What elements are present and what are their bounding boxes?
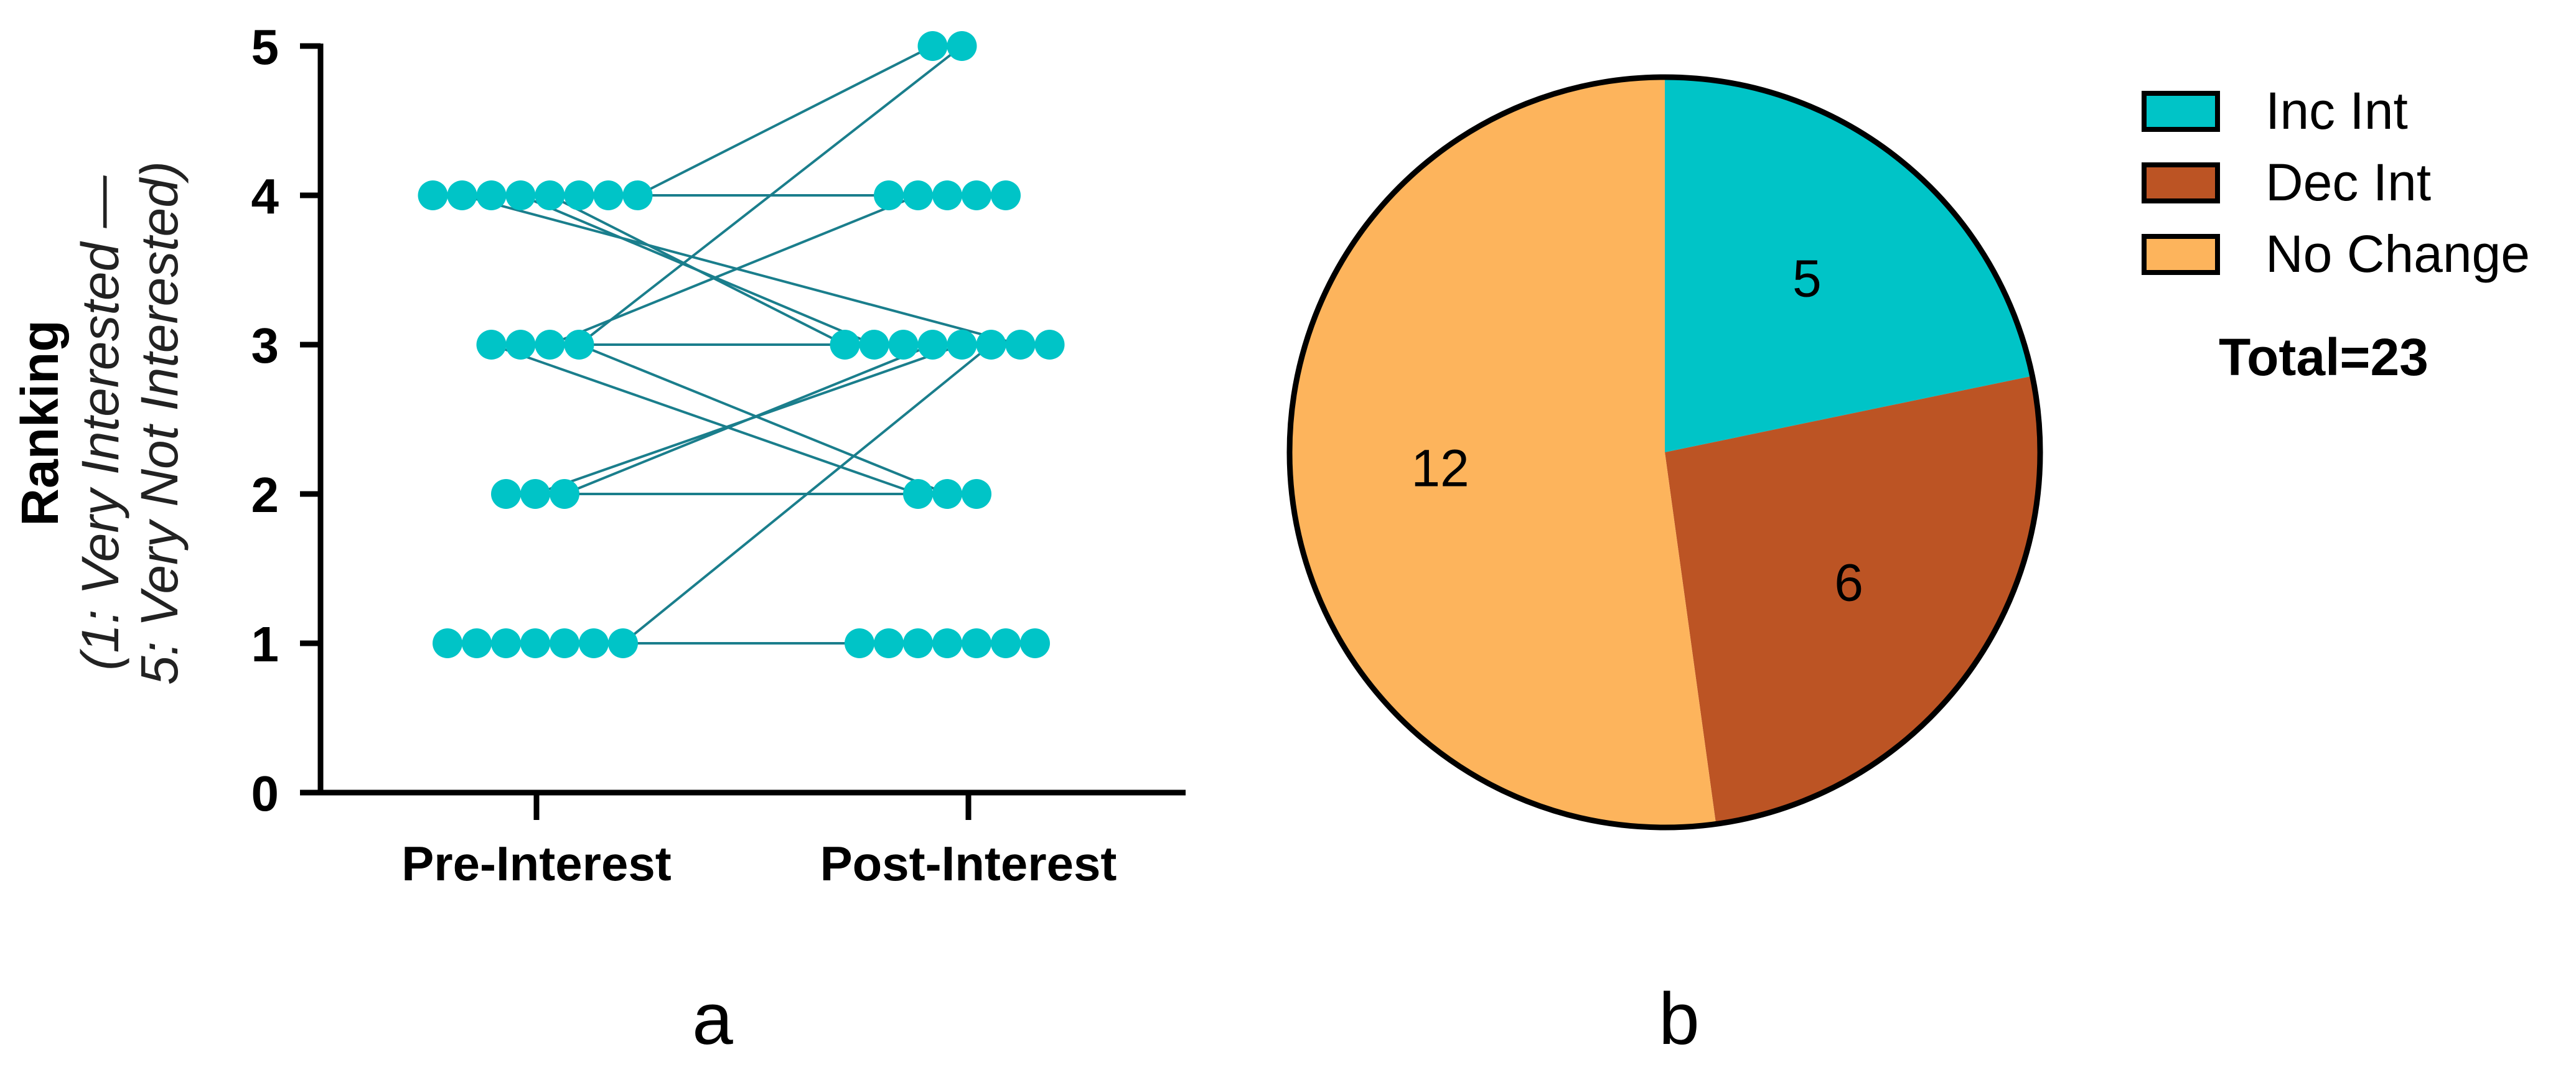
legend-swatch xyxy=(2142,162,2220,203)
pie-data-labels: 5 6 12 xyxy=(1411,249,1863,612)
pie-slice-inc-int xyxy=(1665,77,2033,452)
pie-slices xyxy=(1290,77,2040,827)
pie-slice-no-change xyxy=(1290,77,1717,827)
pre-interest-point xyxy=(505,180,536,210)
y-tick-label: 5 xyxy=(251,19,279,75)
pre-interest-point xyxy=(622,180,653,210)
y-tick-label: 4 xyxy=(251,169,279,224)
post-interest-point xyxy=(991,180,1021,210)
post-interest-point xyxy=(859,330,889,360)
pre-interest-point xyxy=(491,479,521,509)
pre-interest-point xyxy=(550,479,579,509)
pie-value-label: 12 xyxy=(1411,439,1469,498)
post-interest-point xyxy=(962,180,991,210)
post-interest-point xyxy=(903,479,933,509)
pre-interest-point xyxy=(433,628,462,658)
pre-interest-point xyxy=(418,180,448,210)
legend-swatch xyxy=(2142,234,2220,275)
pre-interest-point xyxy=(491,628,521,658)
post-interest-point xyxy=(947,330,977,360)
connecting-line xyxy=(461,194,1021,346)
x-tick-label: Pre-Interest xyxy=(401,836,672,891)
legend-swatch xyxy=(2142,91,2220,132)
y-axis-subtitle-line-1: (1: Very Interested — xyxy=(71,175,129,670)
y-tick-label: 0 xyxy=(251,766,279,821)
x-tick-label: Post-Interest xyxy=(820,836,1117,891)
post-interest-point xyxy=(917,31,948,61)
post-interest-point xyxy=(976,330,1006,360)
connecting-line xyxy=(549,194,919,346)
connecting-line xyxy=(637,45,934,197)
y-tick-label: 1 xyxy=(251,617,279,672)
pre-interest-point xyxy=(520,628,550,658)
pre-interest-point xyxy=(550,628,579,658)
post-interest-point xyxy=(903,628,933,658)
y-axis-subtitle-line-2: 5: Very Not Interested) xyxy=(130,161,189,685)
x-ticks: Pre-Interest Post-Interest xyxy=(401,793,1117,891)
connecting-line xyxy=(490,343,919,495)
y-tick-label: 3 xyxy=(251,318,279,373)
post-interest-point xyxy=(1005,330,1036,360)
post-interest-point xyxy=(874,628,904,658)
post-interest-point xyxy=(1020,628,1050,658)
data-points xyxy=(418,31,1065,658)
pie-outline xyxy=(1286,74,2043,831)
y-ticks: 0 1 2 3 4 5 xyxy=(251,19,321,821)
connecting-line xyxy=(520,194,875,346)
pre-interest-point xyxy=(520,479,550,509)
post-interest-point xyxy=(962,479,991,509)
post-interest-point xyxy=(1034,330,1065,360)
post-interest-point xyxy=(932,180,962,210)
post-interest-point xyxy=(991,628,1021,658)
pre-interest-point xyxy=(593,180,624,210)
legend-label: Inc Int xyxy=(2265,81,2408,140)
post-interest-point xyxy=(903,180,933,210)
pre-interest-point xyxy=(447,180,477,210)
connecting-line xyxy=(578,343,948,495)
post-interest-point xyxy=(888,330,919,360)
legend-label: No Change xyxy=(2265,225,2530,283)
pre-interest-point xyxy=(564,180,594,210)
y-tick-label: 2 xyxy=(251,467,279,523)
connecting-line xyxy=(535,343,963,495)
post-interest-point xyxy=(830,330,860,360)
pie-value-label: 5 xyxy=(1792,249,1822,307)
total-label: Total=23 xyxy=(2219,328,2428,386)
post-interest-point xyxy=(917,330,948,360)
pre-interest-point xyxy=(476,180,507,210)
legend-label: Dec Int xyxy=(2265,153,2431,212)
post-interest-point xyxy=(845,628,874,658)
pre-interest-point xyxy=(579,628,609,658)
pre-interest-point xyxy=(535,330,565,360)
post-interest-point xyxy=(962,628,991,658)
pie-value-label: 6 xyxy=(1834,554,1863,612)
pre-interest-point xyxy=(476,330,507,360)
pie-slice-dec-int xyxy=(1665,376,2040,824)
post-interest-point xyxy=(932,479,962,509)
y-axis-title: Ranking xyxy=(11,320,69,526)
panel-label-b: b xyxy=(1659,978,1700,1060)
pre-interest-point xyxy=(608,628,638,658)
panel-label-a: a xyxy=(692,978,733,1060)
pre-interest-point xyxy=(564,330,594,360)
pre-interest-point xyxy=(462,628,492,658)
pre-interest-point xyxy=(505,330,536,360)
panel-a-chart: 0 1 2 3 4 5 Pre-Interest Post-Interest Ranking… xyxy=(11,19,1186,1060)
post-interest-point xyxy=(947,31,977,61)
pre-interest-point xyxy=(535,180,565,210)
post-interest-point xyxy=(932,628,962,658)
post-interest-point xyxy=(874,180,904,210)
